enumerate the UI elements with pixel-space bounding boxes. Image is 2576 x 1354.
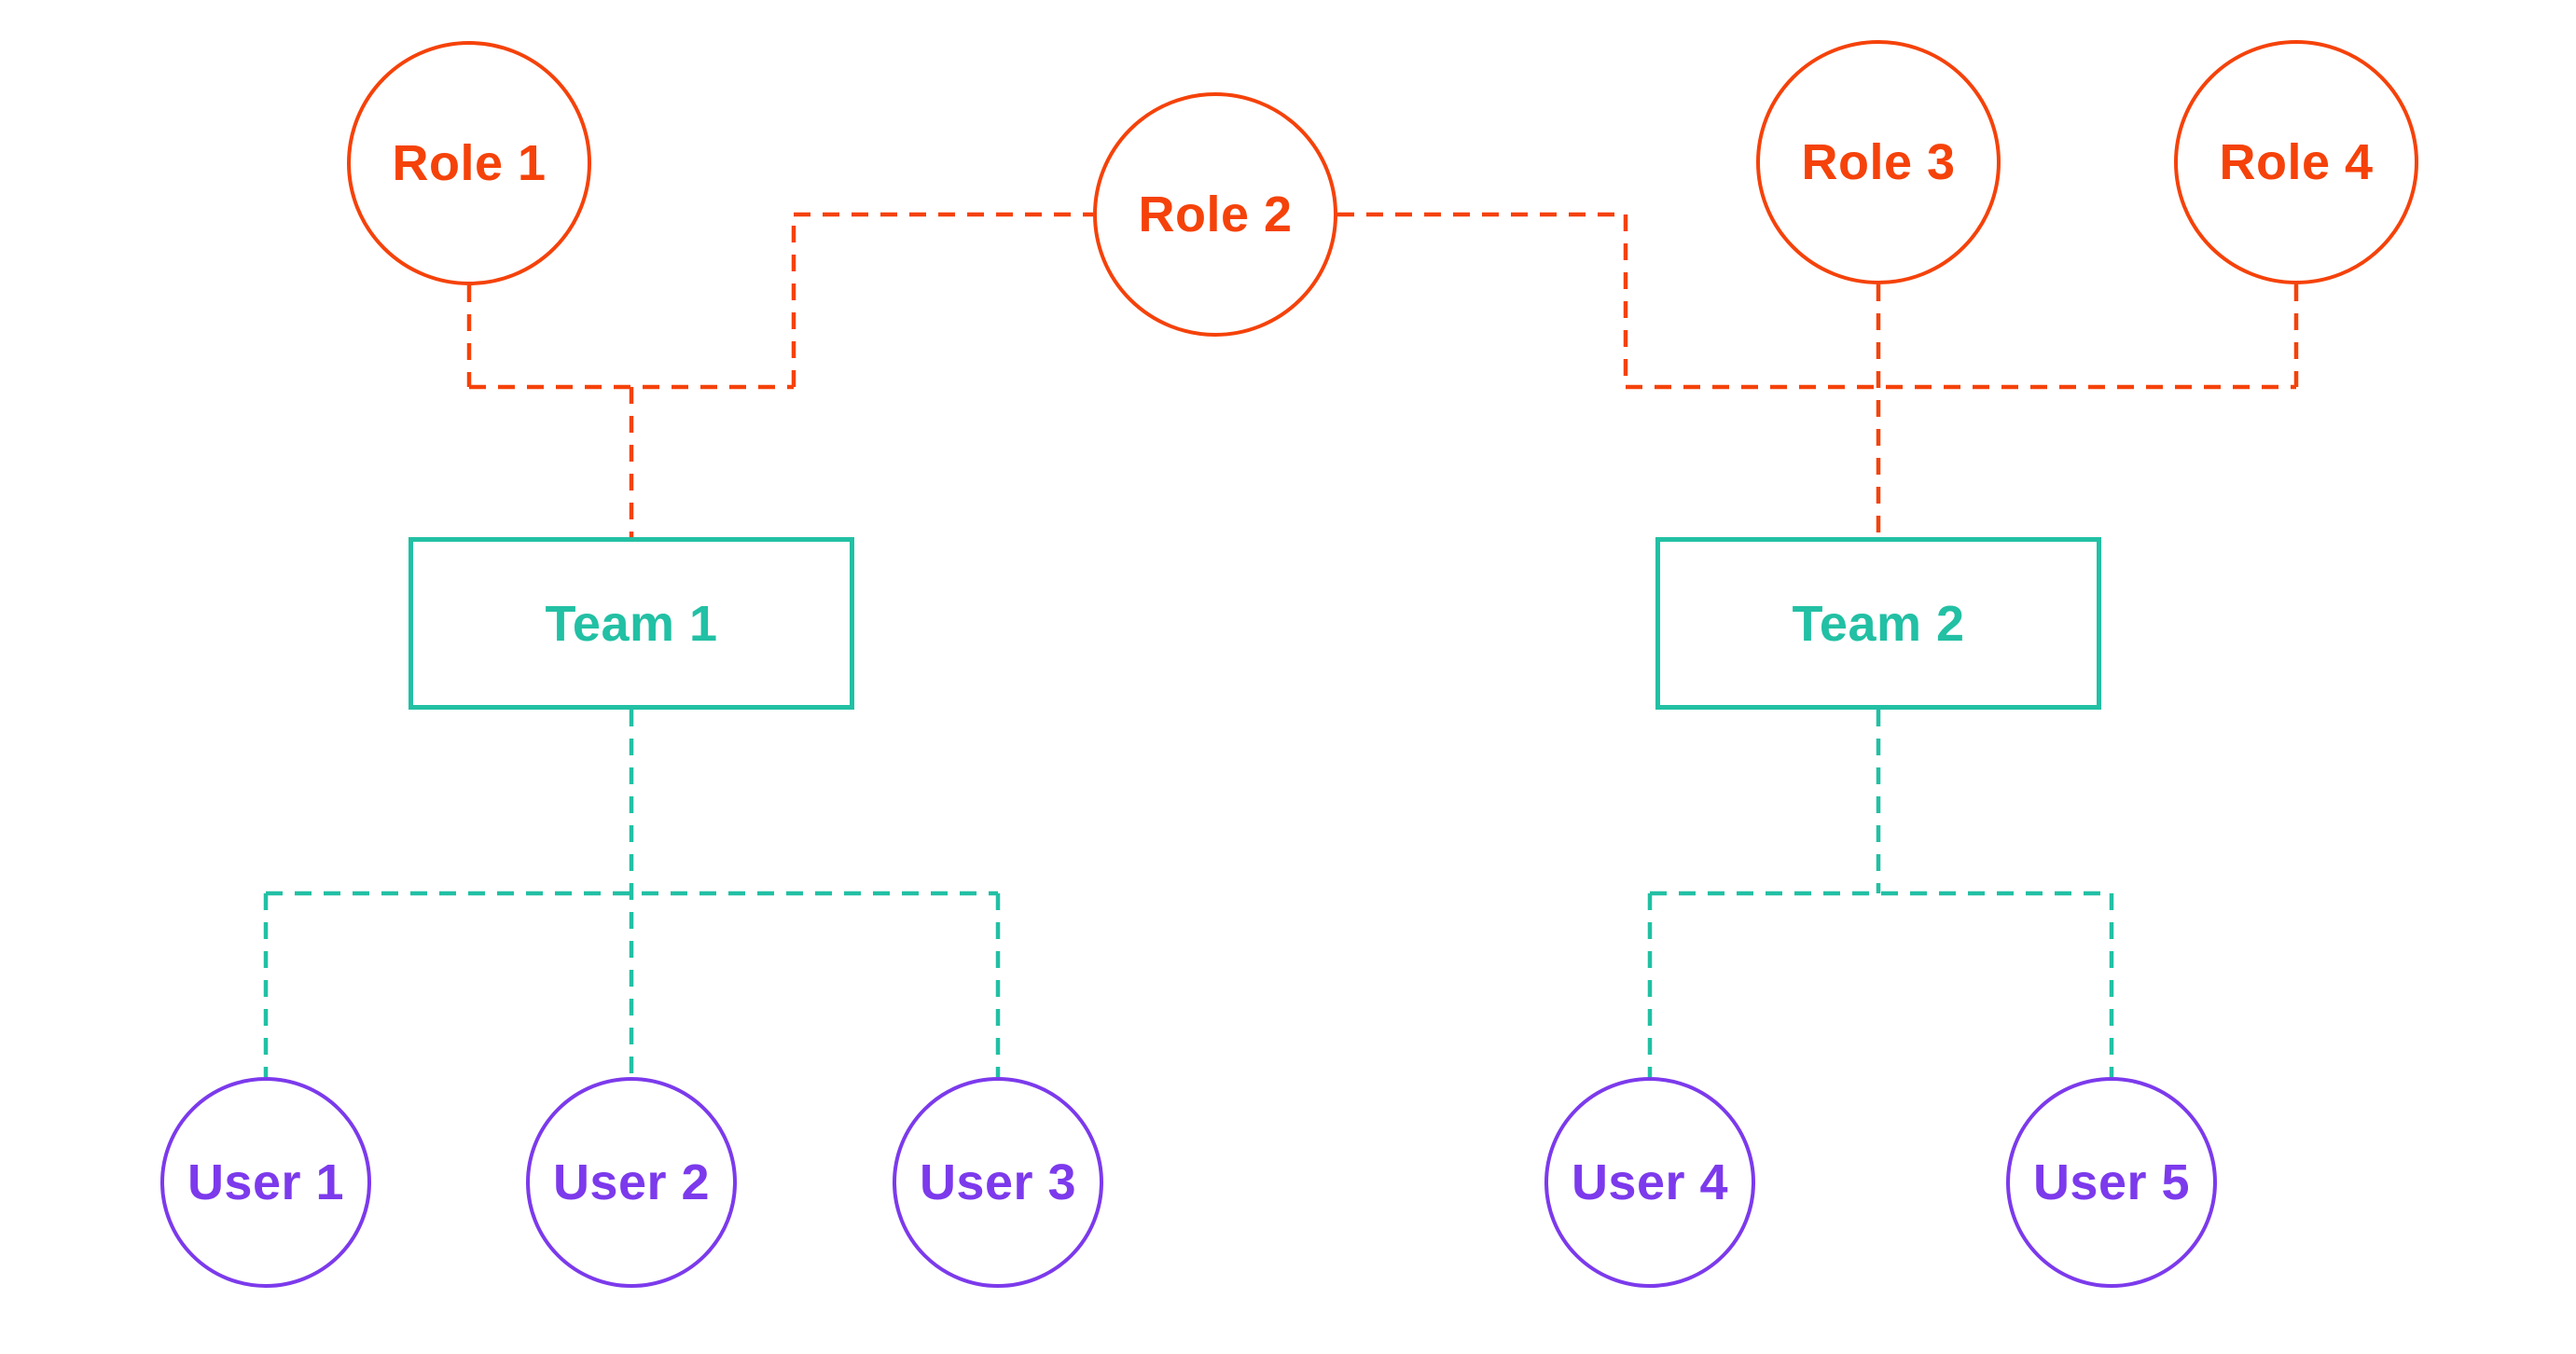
team-user-connectors (263, 710, 2114, 1077)
role-node-2: Role 2 (1093, 92, 1337, 337)
role-node-3: Role 3 (1756, 40, 2001, 284)
user-node-5: User 5 (2006, 1077, 2217, 1288)
user-node-2-label: User 2 (552, 1154, 711, 1210)
team-node-1: Team 1 (409, 537, 854, 710)
role-node-4: Role 4 (2174, 40, 2418, 284)
user-node-1-label: User 1 (187, 1154, 345, 1210)
user-node-4: User 4 (1544, 1077, 1755, 1288)
role-node-2-label: Role 2 (1138, 187, 1293, 242)
user-node-4-label: User 4 (1571, 1154, 1729, 1210)
team-node-2-label: Team 2 (1792, 595, 1965, 652)
role-node-4-label: Role 4 (2219, 134, 2374, 190)
role-team-connectors (466, 212, 2299, 537)
role-node-1-label: Role 1 (392, 135, 547, 191)
team-node-1-label: Team 1 (545, 595, 718, 652)
role-node-3-label: Role 3 (1801, 134, 1956, 190)
user-node-5-label: User 5 (2032, 1154, 2191, 1210)
user-node-3-label: User 3 (919, 1154, 1077, 1210)
team-node-2: Team 2 (1655, 537, 2101, 710)
user-node-2: User 2 (526, 1077, 737, 1288)
user-node-3: User 3 (893, 1077, 1103, 1288)
user-node-1: User 1 (160, 1077, 371, 1288)
role-node-1: Role 1 (347, 41, 591, 285)
